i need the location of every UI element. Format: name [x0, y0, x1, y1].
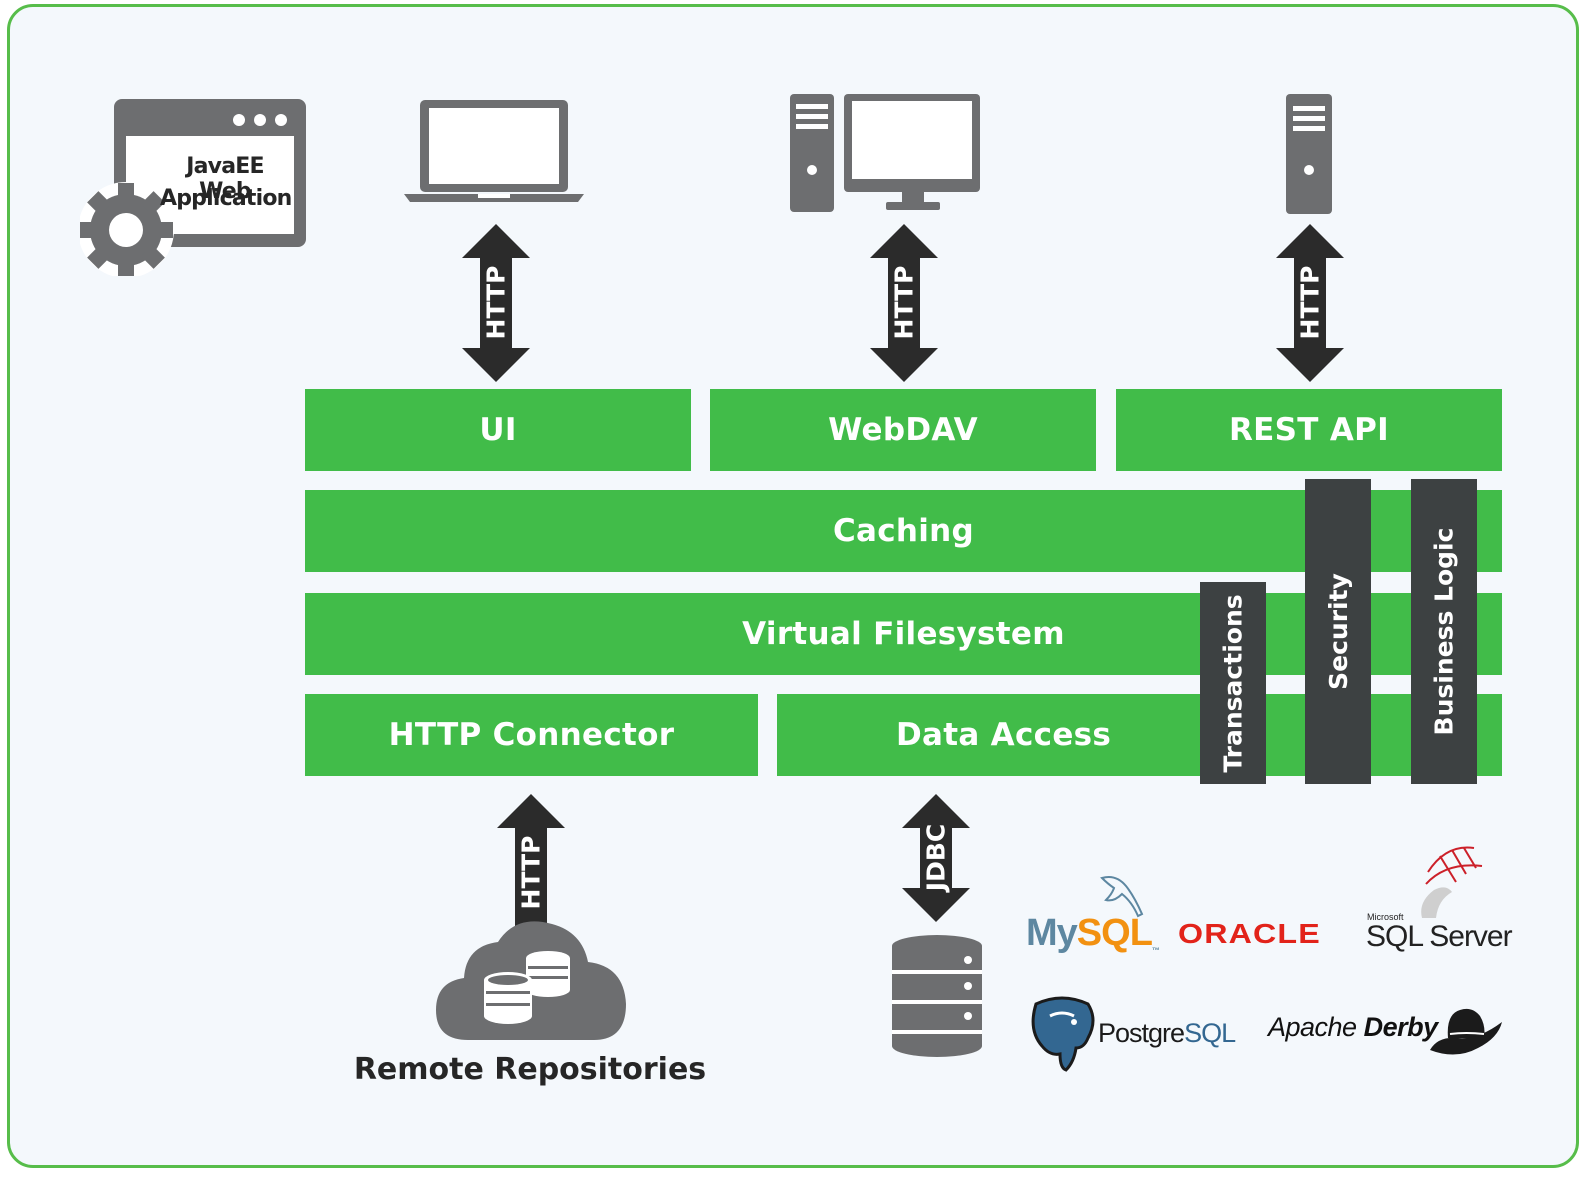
- security-bar: Security: [1305, 479, 1371, 784]
- mysql-sql: SQL: [1076, 912, 1153, 954]
- http-arrow-rest: [1276, 224, 1344, 382]
- http-arrow-ui: [462, 224, 530, 382]
- sql-server-logo: SQL Server: [1366, 920, 1513, 953]
- apache-derby-logo: Apache Derby: [1268, 1012, 1438, 1043]
- postgresql-elephant-icon: [1031, 996, 1095, 1072]
- app-title-line2: Application: [160, 186, 292, 211]
- http-connector-layer: HTTP Connector: [305, 694, 758, 776]
- transactions-label: Transactions: [1218, 593, 1248, 773]
- jdbc-arrow: [902, 794, 970, 922]
- transactions-bar: Transactions: [1200, 582, 1266, 784]
- http-label-ui: HTTP: [481, 265, 511, 340]
- business-logic-label: Business Logic: [1429, 527, 1459, 736]
- business-logic-bar: Business Logic: [1411, 479, 1477, 784]
- database-icon: [892, 935, 982, 1057]
- apache-derby-apache: Apache: [1268, 1012, 1357, 1042]
- remote-repositories-label: Remote Repositories: [353, 1052, 707, 1087]
- webdav-layer: WebDAV: [710, 389, 1096, 471]
- mysql-dolphin-icon: [1100, 876, 1144, 918]
- rest-api-layer: REST API: [1116, 389, 1502, 471]
- http-label-rest: HTTP: [1295, 265, 1325, 340]
- app-window-gear-icon: [80, 99, 306, 276]
- http-arrow-webdav: [870, 224, 938, 382]
- security-label: Security: [1323, 573, 1353, 690]
- postgresql-sql: SQL: [1184, 1018, 1236, 1048]
- http-label-remote: HTTP: [516, 835, 546, 910]
- mysql-tm: ™: [1151, 946, 1160, 955]
- derby-hat-icon: [1430, 1008, 1502, 1055]
- sql-server-emblem-icon: [1421, 846, 1483, 918]
- ui-layer: UI: [305, 389, 691, 471]
- postgresql-logo: PostgreSQL: [1098, 1018, 1236, 1049]
- apache-derby-derby: Derby: [1363, 1012, 1439, 1042]
- virtual-filesystem-layer: Virtual Filesystem: [305, 593, 1502, 675]
- mysql-my: My: [1026, 912, 1078, 954]
- data-access-layer: Data Access: [777, 694, 1502, 776]
- desktop-computer-icon: [790, 94, 980, 212]
- sql-server-microsoft: Microsoft: [1367, 912, 1404, 922]
- server-tower-icon: [1286, 94, 1332, 214]
- jdbc-label: JDBC: [921, 823, 951, 892]
- oracle-logo: ORACLE: [1178, 918, 1321, 949]
- laptop-icon: [404, 100, 584, 202]
- app-title-line1: JavaEE Web: [186, 154, 264, 204]
- caching-layer: Caching: [305, 490, 1502, 572]
- http-arrow-remote: [497, 794, 565, 936]
- cloud-database-icon: [436, 921, 626, 1040]
- http-label-webdav: HTTP: [889, 265, 919, 340]
- mysql-logo: MySQL™: [1026, 912, 1160, 955]
- postgresql-postgre: Postgre: [1098, 1018, 1185, 1048]
